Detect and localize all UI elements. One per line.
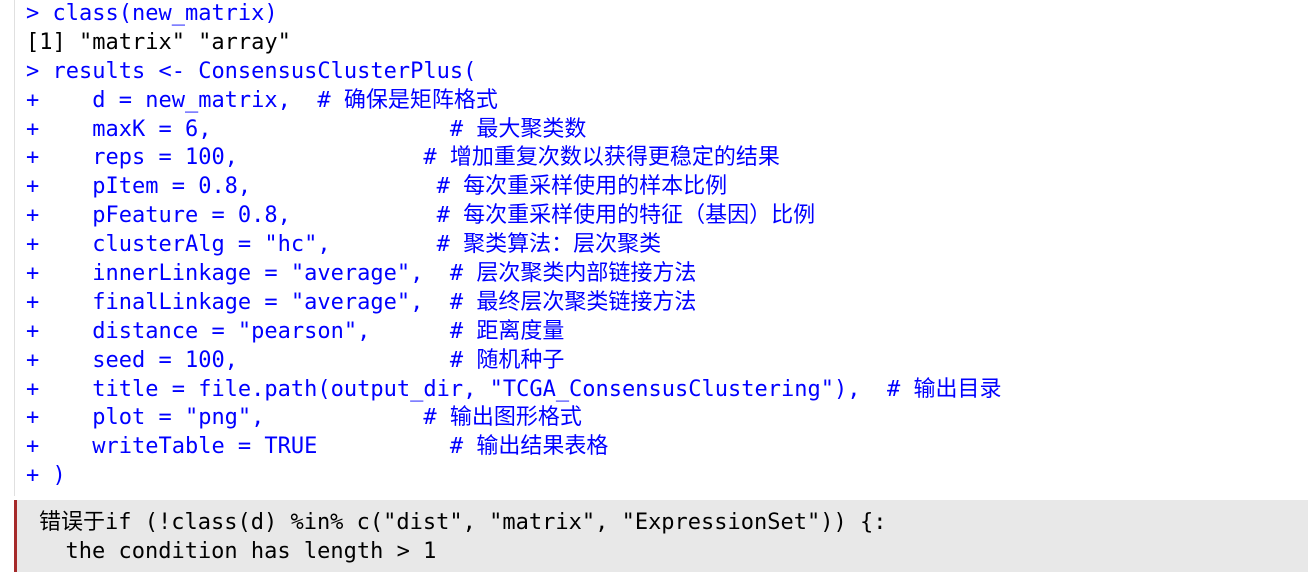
error-prefix: 错误于 <box>39 510 106 535</box>
error-line-2: the condition has length > 1 <box>39 538 437 564</box>
input-line: + plot = "png", # 输出图形格式 <box>26 404 1001 433</box>
code-text: writeTable = TRUE <box>92 434 450 460</box>
code-text: innerLinkage = "average", <box>92 261 450 287</box>
input-line: > class(new_matrix) <box>26 0 1001 29</box>
prompt-symbol: + <box>26 261 93 287</box>
code-text: [1] "matrix" "array" <box>26 29 291 55</box>
code-text: ) <box>52 463 66 489</box>
prompt-symbol: > <box>26 58 53 84</box>
code-comment: # 最大聚类数 <box>449 116 587 142</box>
prompt-symbol: + <box>26 318 93 344</box>
prompt-symbol: + <box>26 463 53 489</box>
input-line: + innerLinkage = "average", # 层次聚类内部链接方法 <box>26 260 1001 289</box>
prompt-symbol: + <box>26 232 93 258</box>
input-line: + reps = 100, # 增加重复次数以获得更稳定的结果 <box>26 144 1001 173</box>
code-comment: # 每次重采样使用的样本比例 <box>436 174 728 200</box>
console-output: > class(new_matrix)[1] "matrix" "array">… <box>26 0 1001 491</box>
prompt-symbol: + <box>26 405 93 431</box>
prompt-symbol: + <box>26 87 93 113</box>
code-text: distance = "pearson", <box>92 318 450 344</box>
code-comment: # 最终层次聚类链接方法 <box>449 289 697 315</box>
code-comment: # 输出目录 <box>886 376 1002 402</box>
code-comment: # 聚类算法：层次聚类 <box>436 232 662 258</box>
code-text: plot = "png", <box>92 405 424 431</box>
code-text: results <- ConsensusClusterPlus( <box>52 58 477 84</box>
input-line: + maxK = 6, # 最大聚类数 <box>26 116 1001 145</box>
input-line: + seed = 100, # 随机种子 <box>26 347 1001 376</box>
prompt-symbol: + <box>26 376 93 402</box>
code-comment: # 输出结果表格 <box>449 434 609 460</box>
prompt-symbol: + <box>26 116 93 142</box>
code-text: pFeature = 0.8, <box>92 203 437 229</box>
input-line: + clusterAlg = "hc", # 聚类算法：层次聚类 <box>26 231 1001 260</box>
prompt-symbol: + <box>26 289 93 315</box>
input-line: + d = new_matrix, # 确保是矩阵格式 <box>26 87 1001 116</box>
code-text: clusterAlg = "hc", <box>92 232 437 258</box>
prompt-symbol: + <box>26 145 93 171</box>
code-text: title = file.path(output_dir, "TCGA_Cons… <box>92 376 887 402</box>
code-text: maxK = 6, <box>92 116 450 142</box>
code-comment: # 层次聚类内部链接方法 <box>449 261 697 287</box>
input-line: + distance = "pearson", # 距离度量 <box>26 318 1001 347</box>
prompt-symbol: + <box>26 174 93 200</box>
code-comment: # 输出图形格式 <box>423 405 582 431</box>
prompt-symbol: + <box>26 434 93 460</box>
input-line: + finalLinkage = "average", # 最终层次聚类链接方法 <box>26 289 1001 318</box>
code-comment: # 距离度量 <box>449 318 565 344</box>
error-message-block: 错误于if (!class(d) %in% c("dist", "matrix"… <box>14 500 1308 572</box>
prompt-symbol: > <box>26 1 53 26</box>
input-line: > results <- ConsensusClusterPlus( <box>26 58 1001 87</box>
console-left-rule <box>14 0 15 496</box>
code-comment: # 确保是矩阵格式 <box>317 87 498 113</box>
input-line: + ) <box>26 462 1001 491</box>
code-text: d = new_matrix, <box>92 87 318 113</box>
prompt-symbol: + <box>26 347 93 373</box>
input-line: + pFeature = 0.8, # 每次重采样使用的特征（基因）比例 <box>26 202 1001 231</box>
code-comment: # 每次重采样使用的特征（基因）比例 <box>436 203 816 229</box>
error-condition: if (!class(d) %in% c("dist", "matrix", "… <box>105 510 887 535</box>
code-text: pItem = 0.8, <box>92 174 437 200</box>
code-comment: # 随机种子 <box>449 347 565 373</box>
code-text: reps = 100, <box>92 145 424 171</box>
code-text: seed = 100, <box>92 347 450 373</box>
code-comment: # 增加重复次数以获得更稳定的结果 <box>423 145 780 171</box>
code-text: finalLinkage = "average", <box>92 289 450 315</box>
error-line-1: 错误于if (!class(d) %in% c("dist", "matrix"… <box>17 509 1308 538</box>
input-line: + title = file.path(output_dir, "TCGA_Co… <box>26 376 1001 405</box>
output-line: [1] "matrix" "array" <box>26 29 1001 58</box>
code-text: class(new_matrix) <box>52 1 278 26</box>
input-line: + pItem = 0.8, # 每次重采样使用的样本比例 <box>26 173 1001 202</box>
prompt-symbol: + <box>26 203 93 229</box>
input-line: + writeTable = TRUE # 输出结果表格 <box>26 433 1001 462</box>
